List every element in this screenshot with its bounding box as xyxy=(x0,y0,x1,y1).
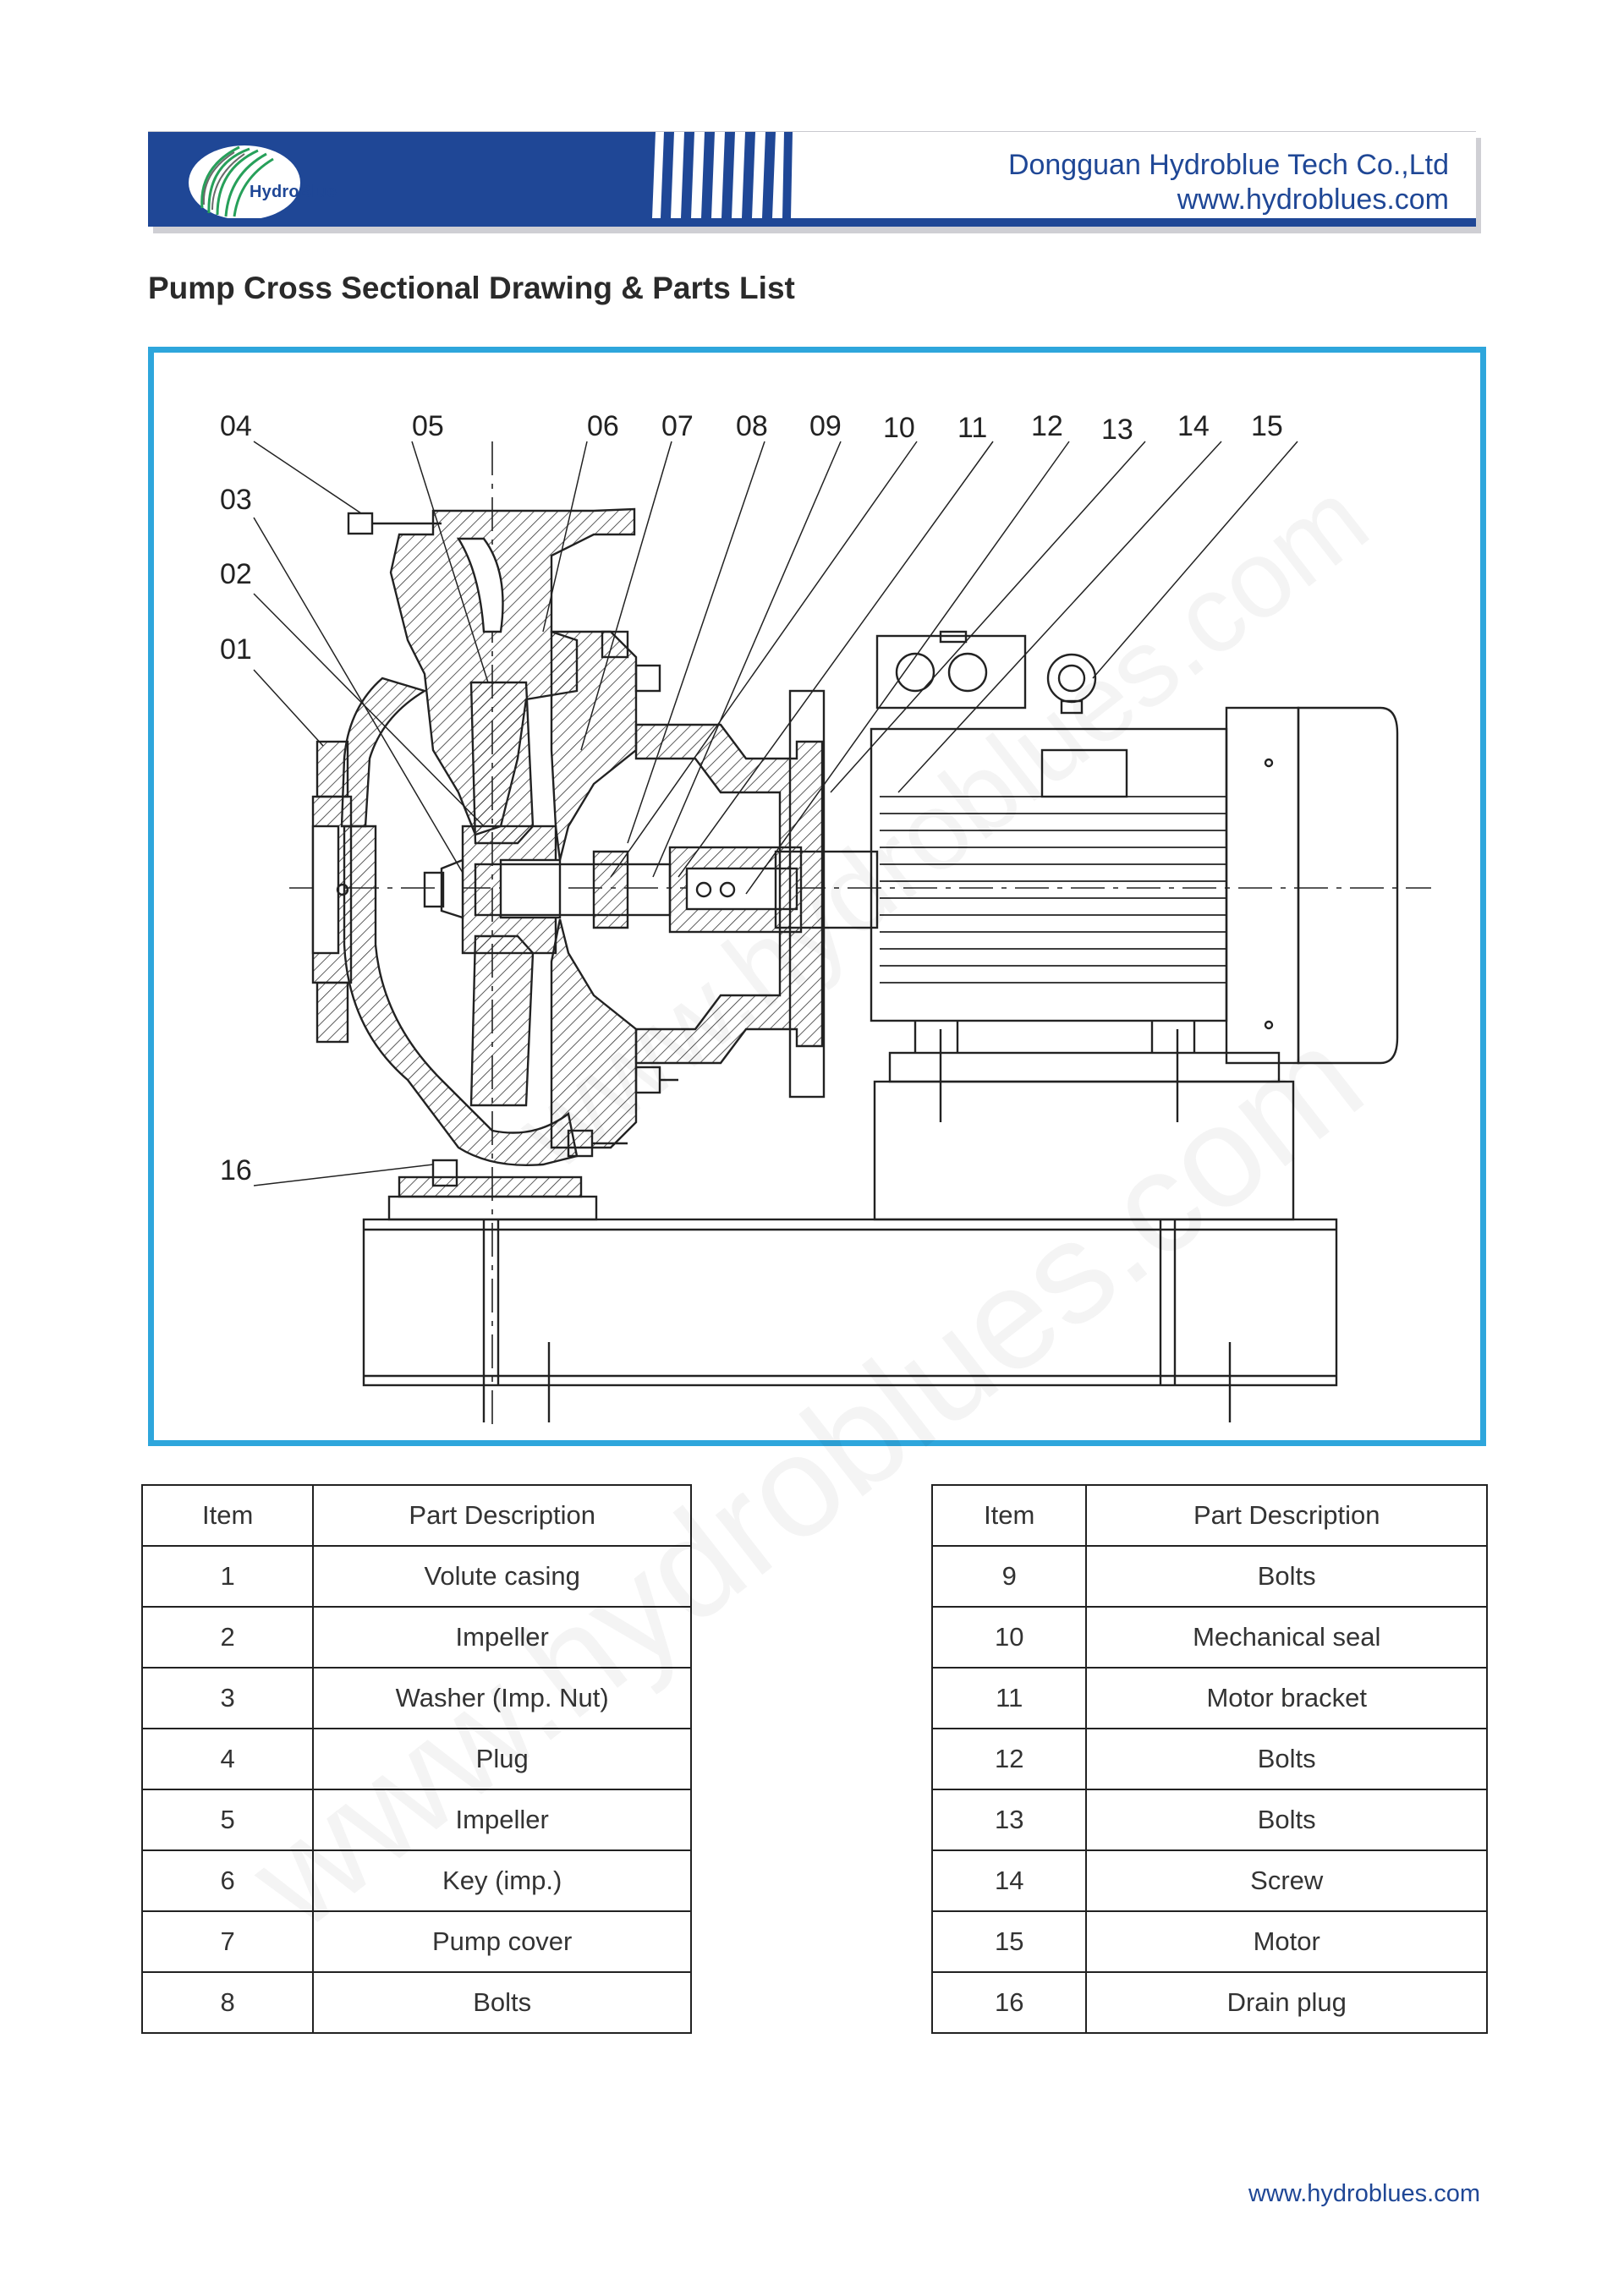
table-row: 4 Plug xyxy=(140,1728,692,1790)
parts-table-left: Item Part Description 1 Volute casing 2 … xyxy=(140,1484,692,2034)
header-item: Item xyxy=(140,1484,315,1547)
table-header-row: Item Part Description xyxy=(930,1484,1488,1547)
callout-04: 04 xyxy=(220,410,252,442)
part-description: Bolts xyxy=(1085,1545,1488,1608)
table-header-row: Item Part Description xyxy=(140,1484,692,1547)
part-description: Volute casing xyxy=(312,1545,692,1608)
item-number: 10 xyxy=(930,1606,1088,1669)
header-description: Part Description xyxy=(1085,1484,1488,1547)
callout-07: 07 xyxy=(661,410,694,442)
table-row: 8 Bolts xyxy=(140,1971,692,2034)
table-row: 13 Bolts xyxy=(930,1789,1488,1851)
logo-globe-icon xyxy=(189,145,300,220)
item-number: 8 xyxy=(140,1971,315,2034)
table-row: 10 Mechanical seal xyxy=(930,1606,1488,1669)
table-row: 9 Bolts xyxy=(930,1545,1488,1608)
callout-09: 09 xyxy=(809,410,842,442)
callout-02: 02 xyxy=(220,558,252,590)
callout-16: 16 xyxy=(220,1154,252,1186)
item-number: 15 xyxy=(930,1910,1088,1973)
hydroblue-logo: HydroBlue xyxy=(184,139,353,223)
item-number: 16 xyxy=(930,1971,1088,2034)
pump-drawing-svg: 04 05 06 07 08 09 10 11 12 13 14 15 03 0… xyxy=(220,410,1431,1427)
callout-11: 11 xyxy=(957,412,987,444)
callout-06: 06 xyxy=(587,410,619,442)
item-number: 12 xyxy=(930,1728,1088,1790)
part-description: Impeller xyxy=(312,1789,692,1851)
callout-08: 08 xyxy=(736,410,768,442)
table-row: 11 Motor bracket xyxy=(930,1667,1488,1729)
header-description: Part Description xyxy=(312,1484,692,1547)
part-description: Plug xyxy=(312,1728,692,1790)
part-description: Key (imp.) xyxy=(312,1849,692,1912)
callout-12: 12 xyxy=(1031,410,1063,442)
logo-text: HydroBlue xyxy=(250,183,337,201)
part-description: Impeller xyxy=(312,1606,692,1669)
parts-table-right: Item Part Description 9 Bolts 10 Mechani… xyxy=(930,1484,1488,2034)
company-name: Dongguan Hydroblue Tech Co.,Ltd xyxy=(1007,149,1449,181)
part-description: Bolts xyxy=(1085,1789,1488,1851)
part-description: Mechanical seal xyxy=(1085,1606,1488,1669)
table-row: 12 Bolts xyxy=(930,1728,1488,1790)
item-number: 1 xyxy=(140,1545,315,1608)
item-number: 11 xyxy=(930,1667,1088,1729)
header-banner: HydroBlue Dongguan Hydroblue Tech Co.,Lt… xyxy=(148,131,1476,227)
item-number: 4 xyxy=(140,1728,315,1790)
header-item: Item xyxy=(930,1484,1088,1547)
item-number: 6 xyxy=(140,1849,315,1912)
table-row: 2 Impeller xyxy=(140,1606,692,1669)
cross-section-drawing: 04 05 06 07 08 09 10 11 12 13 14 15 03 0… xyxy=(148,347,1486,1446)
item-number: 9 xyxy=(930,1545,1088,1608)
company-website[interactable]: www.hydroblues.com xyxy=(1177,184,1449,216)
item-number: 5 xyxy=(140,1789,315,1851)
footer-website-link[interactable]: www.hydroblues.com xyxy=(1248,2180,1480,2207)
part-description: Screw xyxy=(1085,1849,1488,1912)
part-description: Pump cover xyxy=(312,1910,692,1973)
callout-13: 13 xyxy=(1101,414,1133,446)
company-block: Dongguan Hydroblue Tech Co.,Ltd www.hydr… xyxy=(1008,147,1449,216)
part-description: Drain plug xyxy=(1085,1971,1488,2034)
table-row: 14 Screw xyxy=(930,1849,1488,1912)
table-row: 15 Motor xyxy=(930,1910,1488,1973)
item-number: 7 xyxy=(140,1910,315,1973)
table-row: 7 Pump cover xyxy=(140,1910,692,1973)
part-description: Motor bracket xyxy=(1085,1667,1488,1729)
table-row: 1 Volute casing xyxy=(140,1545,692,1608)
table-row: 6 Key (imp.) xyxy=(140,1849,692,1912)
table-row: 5 Impeller xyxy=(140,1789,692,1851)
part-description: Bolts xyxy=(312,1971,692,2034)
item-number: 13 xyxy=(930,1789,1088,1851)
callout-10: 10 xyxy=(883,412,915,444)
callout-05: 05 xyxy=(412,410,444,442)
banner-stripes xyxy=(647,132,793,218)
callout-15: 15 xyxy=(1251,410,1283,442)
part-description: Motor xyxy=(1085,1910,1488,1973)
banner-blue-panel: HydroBlue xyxy=(148,132,647,227)
item-number: 2 xyxy=(140,1606,315,1669)
part-description: Washer (Imp. Nut) xyxy=(312,1667,692,1729)
banner-underline xyxy=(148,218,1476,227)
callout-03: 03 xyxy=(220,484,252,516)
item-number: 14 xyxy=(930,1849,1088,1912)
table-row: 3 Washer (Imp. Nut) xyxy=(140,1667,692,1729)
table-row: 16 Drain plug xyxy=(930,1971,1488,2034)
callout-01: 01 xyxy=(220,633,252,666)
callout-14: 14 xyxy=(1177,410,1210,442)
page-title: Pump Cross Sectional Drawing & Parts Lis… xyxy=(148,271,795,305)
item-number: 3 xyxy=(140,1667,315,1729)
part-description: Bolts xyxy=(1085,1728,1488,1790)
